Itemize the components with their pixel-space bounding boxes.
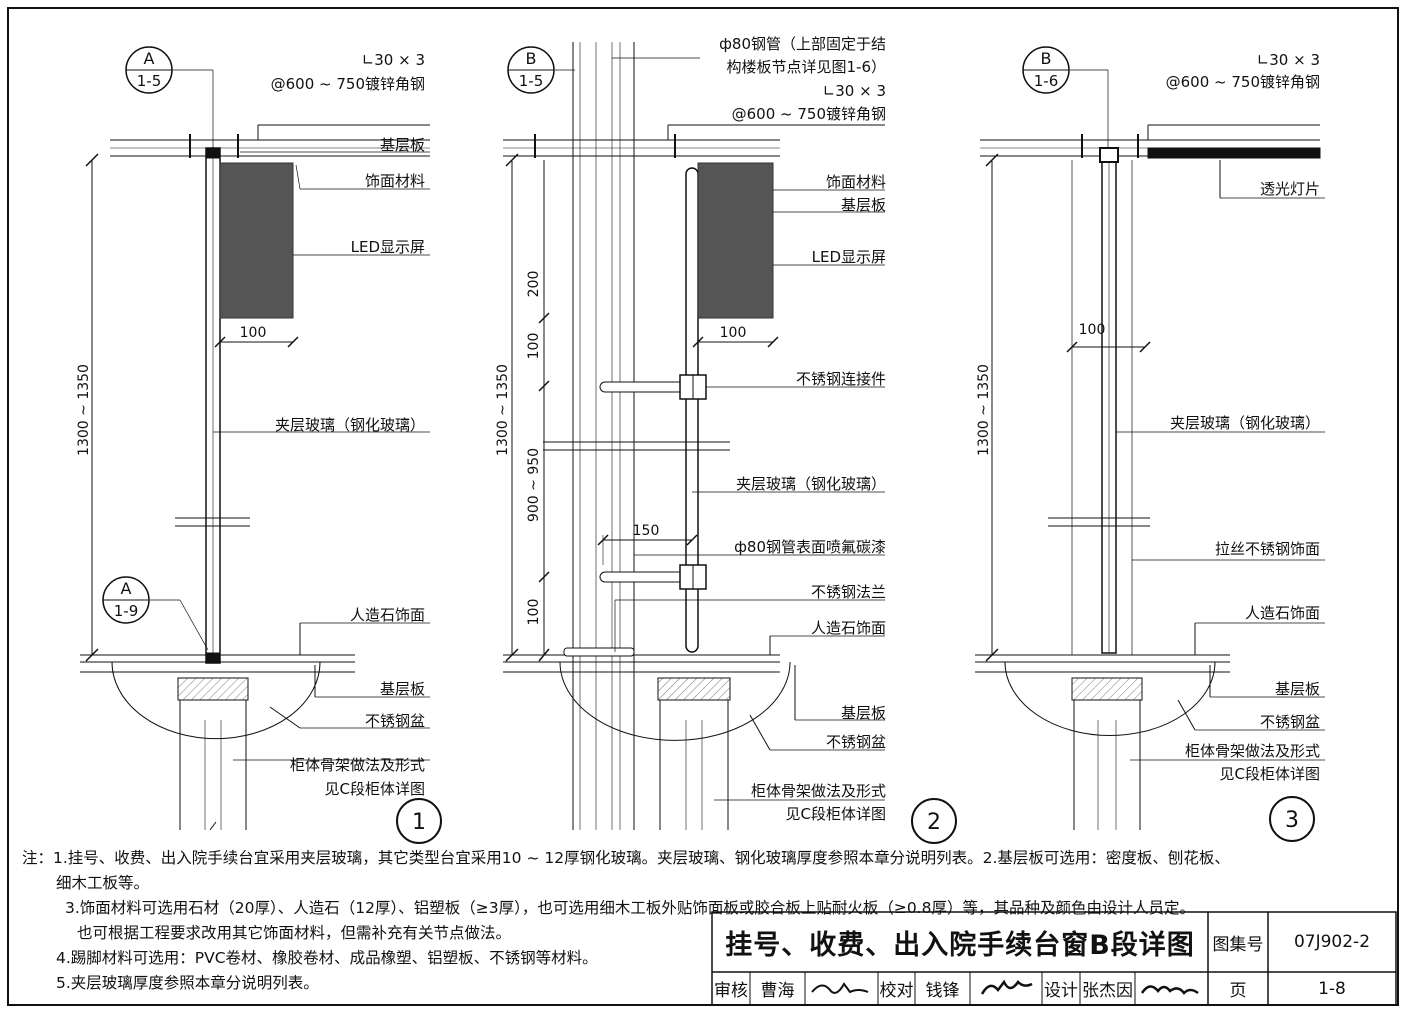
- d3-dim-height: 1300 ~ 1350: [976, 364, 992, 456]
- d1-cabinet-frame-1: 柜体骨架做法及形式: [290, 756, 425, 774]
- drawing-title: 挂号、收费、出入院手续台窗B段详图: [725, 929, 1195, 961]
- atlas-number: 07J902-2: [1293, 932, 1371, 952]
- detail-1: [80, 69, 430, 831]
- d3-cabinet-frame-2: 见C段柜体详图: [1220, 765, 1320, 783]
- d2-angle-steel-1: ∟30 × 3: [823, 82, 886, 100]
- atlas-label: 图集号: [1212, 934, 1264, 955]
- d1-laminated-glass: 夹层玻璃（钢化玻璃）: [275, 416, 425, 434]
- reviewer-signature: [811, 982, 869, 994]
- d2-number: 2: [927, 810, 941, 835]
- d2-dim-100b: 100: [526, 599, 542, 626]
- d2-base-board-top: 基层板: [841, 196, 886, 214]
- d1-led-screen: LED显示屏: [351, 238, 425, 256]
- designer-signature: [1140, 985, 1199, 995]
- d2-led-screen: LED显示屏: [812, 248, 886, 266]
- note-line-6: 5.夹层玻璃厚度参照本章分说明列表。: [56, 974, 319, 992]
- d2-dim-100a: 100: [526, 333, 542, 360]
- d2-flange: 不锈钢法兰: [811, 583, 886, 601]
- d3-stainless-basin: 不锈钢盆: [1260, 713, 1320, 731]
- note-line-5: 4.踢脚材料可选用：PVC卷材、橡胶卷材、成品橡塑、铝塑板、不锈钢等材料。: [56, 949, 598, 967]
- callout-1a: A 1-5: [125, 46, 173, 94]
- d1-dim-100: 100: [240, 325, 267, 341]
- d1-cabinet-frame-2: 见C段柜体详图: [325, 780, 425, 798]
- d3-angle-steel-2: @600 ~ 750镀锌角钢: [1166, 73, 1320, 91]
- callout-3a-top: B: [1041, 49, 1052, 68]
- review-label: 审核: [714, 981, 748, 1001]
- d3-angle-steel-1: ∟30 × 3: [1257, 51, 1320, 69]
- title-block: 挂号、收费、出入院手续台窗B段详图 图集号 07J902-2 审核 曹海 校对 …: [712, 912, 1396, 1005]
- d2-cabinet-frame-1: 柜体骨架做法及形式: [751, 782, 886, 800]
- d3-cabinet-frame-1: 柜体骨架做法及形式: [1185, 742, 1320, 760]
- d1-angle-steel-1: ∟30 × 3: [362, 51, 425, 69]
- detail-3-labels: ∟30 × 3 @600 ~ 750镀锌角钢 透光灯片 100 夹层玻璃（钢化玻…: [976, 51, 1320, 783]
- checker-signature: [980, 979, 1033, 995]
- d2-finish-material: 饰面材料: [826, 173, 886, 191]
- check-label: 校对: [879, 981, 914, 1001]
- d3-base-board-bottom: 基层板: [1275, 680, 1320, 698]
- checker-name: 钱锋: [925, 981, 960, 1001]
- detail-2-number: 2: [911, 798, 957, 844]
- d2-angle-steel-2: @600 ~ 750镀锌角钢: [732, 105, 886, 123]
- d1-artificial-stone: 人造石饰面: [350, 606, 425, 624]
- reviewer-name: 曹海: [760, 981, 795, 1001]
- d2-dim-150: 150: [633, 523, 660, 539]
- d2-dim-900: 900 ~ 950: [526, 448, 542, 522]
- d1-base-board-bottom: 基层板: [380, 680, 425, 698]
- d2-pipe-2: 构楼板节点详见图1-6）: [726, 58, 886, 76]
- d2-connector: 不锈钢连接件: [796, 370, 886, 388]
- d1-dim-height: 1300 ~ 1350: [76, 364, 92, 456]
- detail-3: [975, 69, 1325, 830]
- note-line-3: 3.饰面材料可选用石材（20厚）、人造石（12厚）、铝塑板（≥3厚），也可选用细…: [65, 899, 1195, 917]
- detail-2: [503, 42, 885, 830]
- page-label: 页: [1229, 981, 1247, 1001]
- sheet-border: [7, 7, 1399, 1006]
- d2-dim-200: 200: [526, 271, 542, 298]
- callout-1a-bottom: 1-5: [137, 72, 162, 90]
- d2-cabinet-frame-2: 见C段柜体详图: [786, 805, 886, 823]
- d1-stainless-basin: 不锈钢盆: [365, 712, 425, 730]
- callout-1b-top: A: [121, 579, 132, 598]
- detail-1-number: 1: [396, 798, 442, 844]
- d1-finish-material: 饰面材料: [365, 172, 425, 190]
- d2-pipe-1: ф80钢管（上部固定于结: [719, 35, 886, 53]
- d2-base-board-bottom: 基层板: [841, 704, 886, 722]
- d1-angle-steel-2: @600 ~ 750镀锌角钢: [271, 75, 425, 93]
- callout-2a: B 1-5: [507, 46, 555, 94]
- d3-number: 3: [1285, 808, 1299, 833]
- d2-laminated-glass: 夹层玻璃（钢化玻璃）: [736, 475, 886, 493]
- d2-dim-100: 100: [720, 325, 747, 341]
- detail-2-labels: ф80钢管（上部固定于结 构楼板节点详见图1-6） ∟30 × 3 @600 ~…: [495, 35, 886, 823]
- callout-2a-bottom: 1-5: [519, 72, 544, 90]
- d1-base-board-top: 基层板: [380, 136, 425, 154]
- design-label: 设计: [1044, 981, 1078, 1001]
- title-block-frame: [711, 911, 1397, 1006]
- callout-2a-top: B: [526, 49, 537, 68]
- d3-artificial-stone: 人造石饰面: [1245, 604, 1320, 622]
- callout-1b-bottom: 1-9: [114, 602, 139, 620]
- d2-dim-height: 1300 ~ 1350: [495, 364, 511, 456]
- designer-name: 张杰因: [1082, 981, 1133, 1001]
- note-line-1: 注：1.挂号、收费、出入院手续台宜采用夹层玻璃，其它类型台宜采用10 ~ 12厚…: [22, 849, 1230, 867]
- d1-number: 1: [412, 810, 426, 835]
- d2-artificial-stone: 人造石饰面: [811, 619, 886, 637]
- callout-1a-top: A: [144, 49, 155, 68]
- callout-3a-bottom: 1-6: [1034, 72, 1059, 90]
- callout-1b: A 1-9: [102, 576, 150, 624]
- detail-3-number: 3: [1269, 796, 1315, 842]
- callout-3a: B 1-6: [1022, 46, 1070, 94]
- d3-laminated-glass: 夹层玻璃（钢化玻璃）: [1170, 414, 1320, 432]
- note-line-4: 也可根据工程要求改用其它饰面材料，但需补充有关节点做法。: [77, 924, 512, 942]
- d2-pipe-paint: ф80钢管表面喷氟碳漆: [734, 538, 886, 556]
- d2-stainless-basin: 不锈钢盆: [826, 733, 886, 751]
- d3-brushed-steel: 拉丝不锈钢饰面: [1215, 540, 1320, 558]
- page-number: 1-8: [1318, 978, 1346, 999]
- d3-dim-100: 100: [1079, 322, 1106, 338]
- d3-light-panel: 透光灯片: [1260, 180, 1320, 198]
- note-line-2: 细木工板等。: [56, 874, 150, 892]
- notes: 注：1.挂号、收费、出入院手续台宜采用夹层玻璃，其它类型台宜采用10 ~ 12厚…: [22, 846, 1392, 996]
- detail-1-labels: ∟30 × 3 @600 ~ 750镀锌角钢 基层板 饰面材料 LED显示屏 1…: [76, 51, 425, 798]
